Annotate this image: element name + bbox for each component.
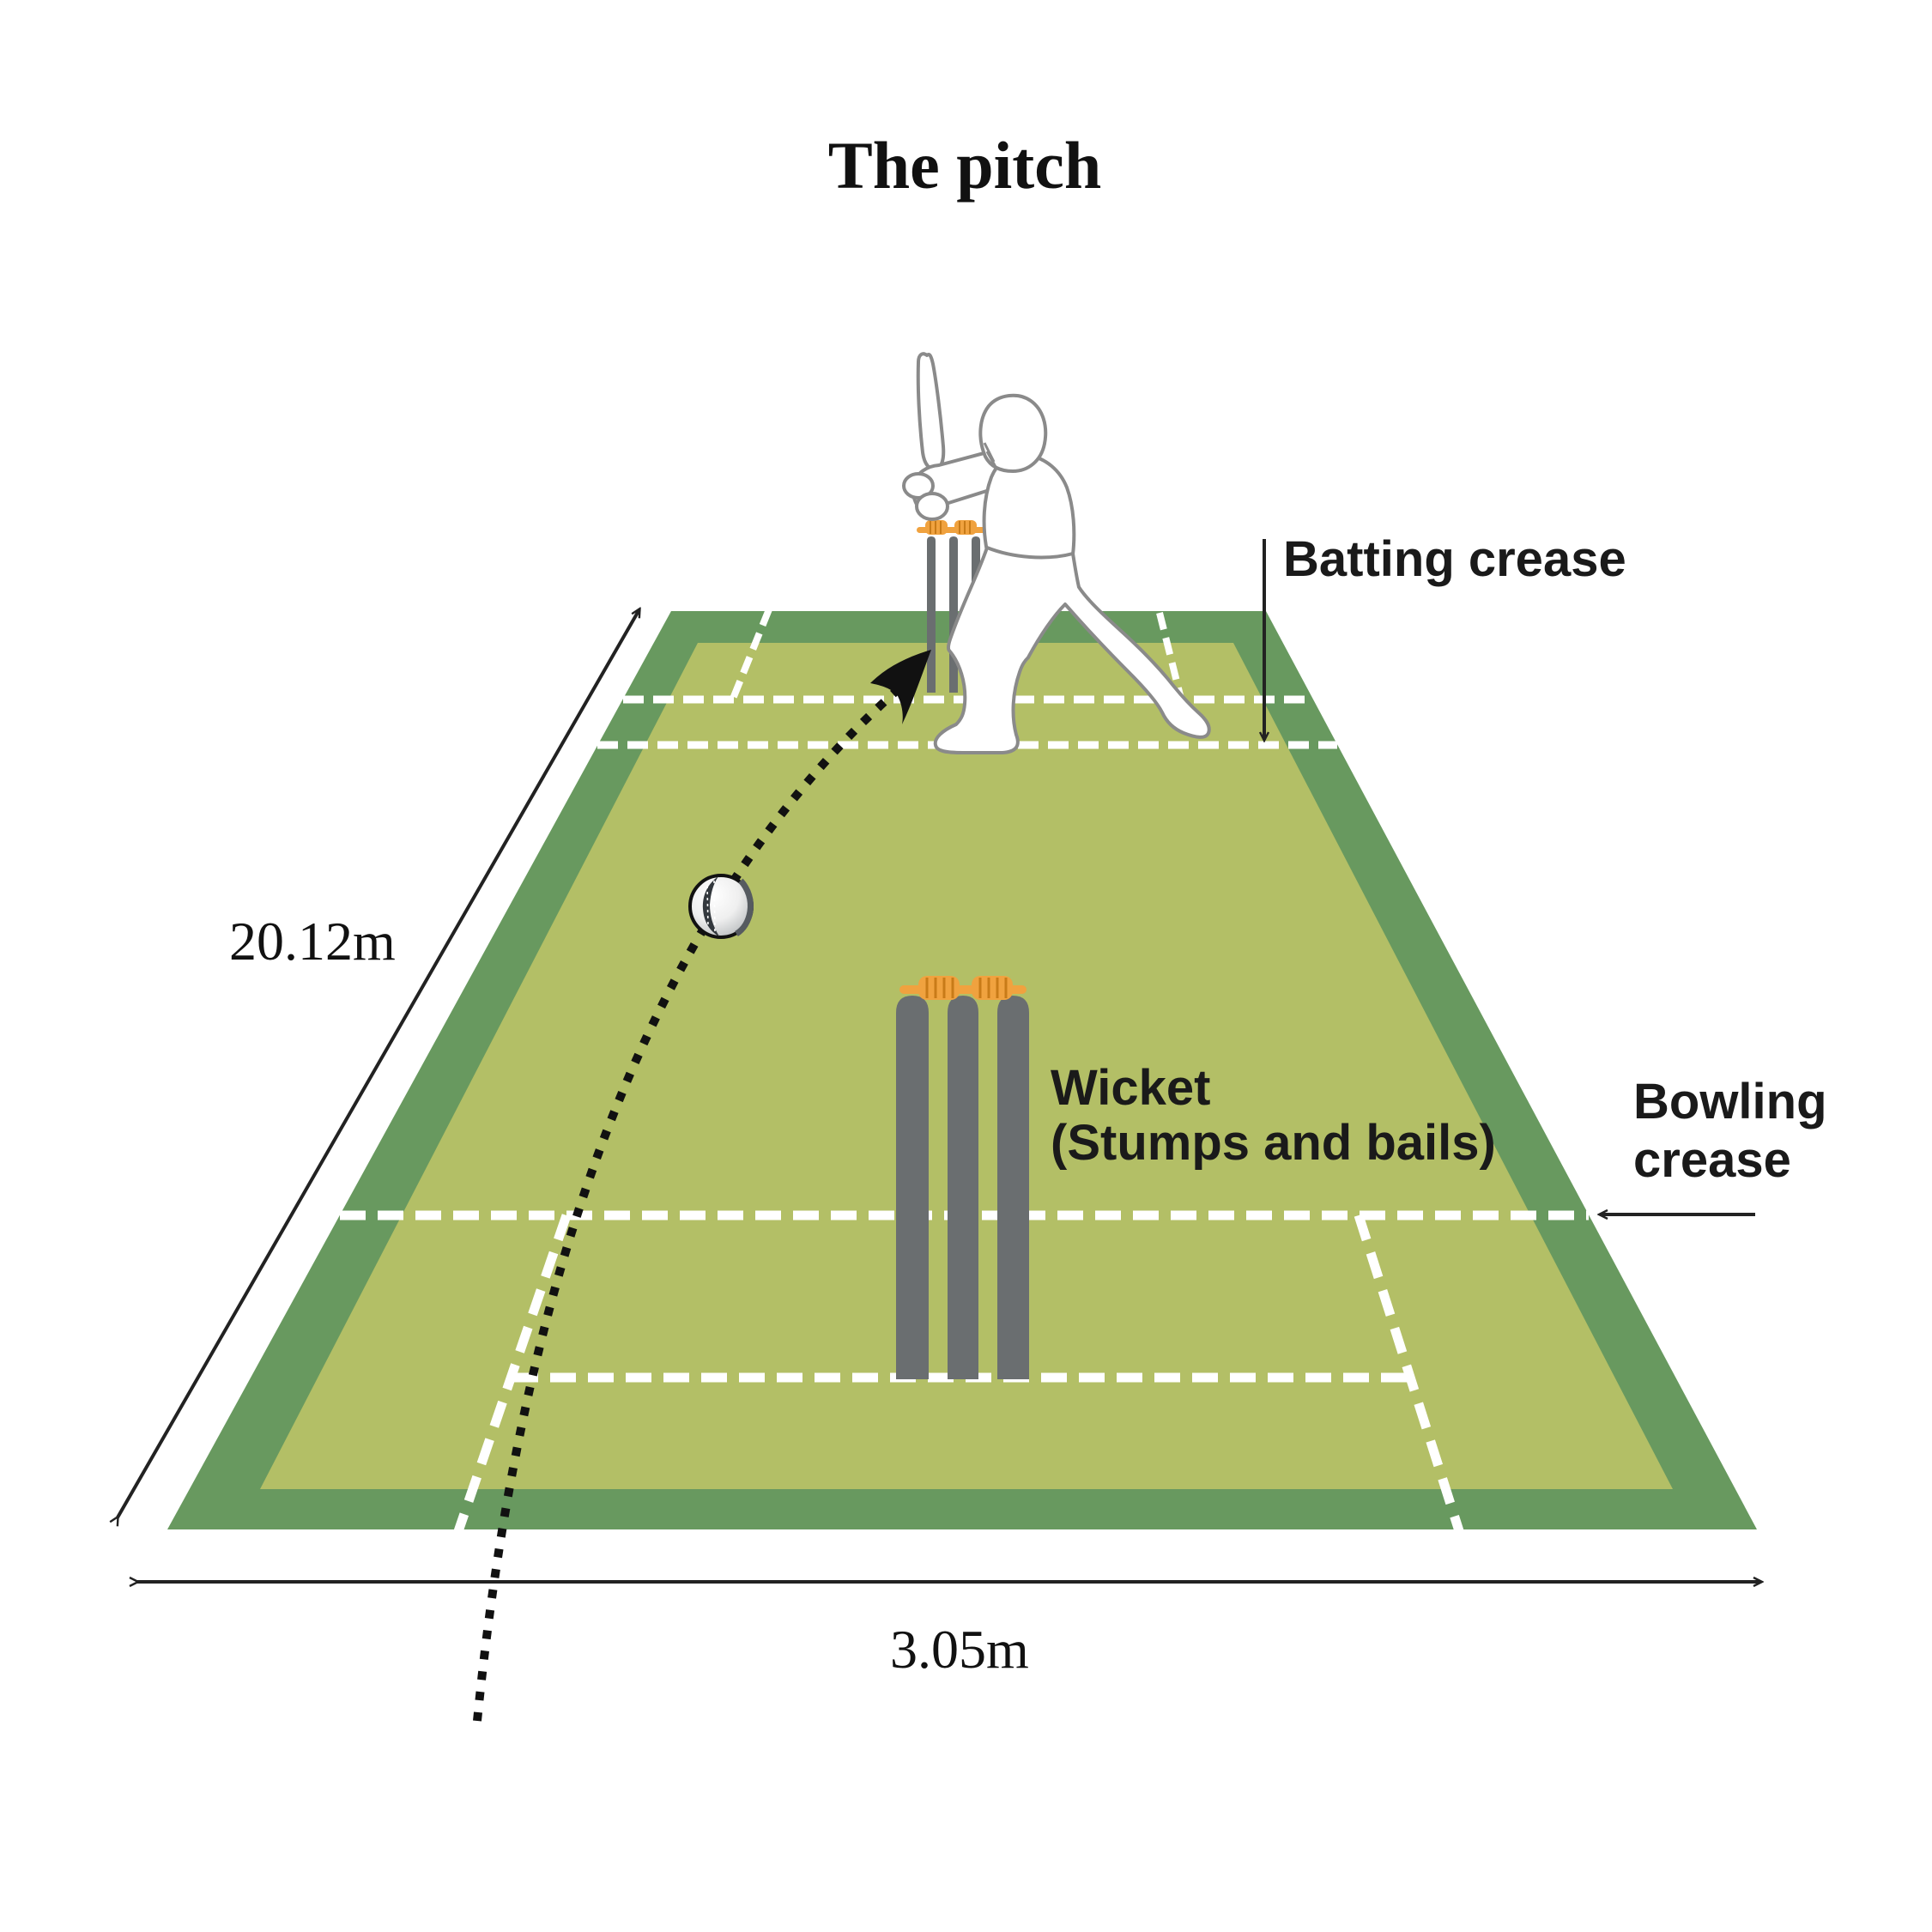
near-stump-2 xyxy=(948,996,978,1379)
far-stump-2 xyxy=(949,536,958,693)
near-bail-coil-1 xyxy=(918,976,960,1000)
bowling-end-return-crease-right xyxy=(1354,1214,1466,1538)
length-dimension-arrow xyxy=(118,609,639,1517)
near-stump-1 xyxy=(896,996,929,1379)
batting-end-return-crease-right xyxy=(1156,612,1184,700)
pitch-length-dimension: 20.12m xyxy=(229,911,396,972)
pitch-width-dimension: 3.05m xyxy=(890,1619,1029,1680)
batsman-helmet-grille xyxy=(983,442,997,468)
far-bail-coils xyxy=(925,520,977,535)
batsman-glove-bottom xyxy=(915,492,949,521)
bowling-crease-label-line1: Bowling xyxy=(1633,1074,1827,1130)
far-stump-1 xyxy=(927,536,936,693)
batting-crease-label: Batting crease xyxy=(1283,531,1626,587)
near-bail-coil-2 xyxy=(972,976,1013,1000)
wicket-label-line2: (Stumps and bails) xyxy=(1051,1115,1496,1171)
batsman-bat xyxy=(916,352,946,471)
batsman-legs xyxy=(933,546,1211,754)
near-bail-coils xyxy=(918,976,1013,1000)
trajectory-arrowhead-icon xyxy=(870,650,931,724)
batsman-helmet xyxy=(978,393,1048,473)
near-stump-3 xyxy=(997,996,1029,1379)
wicket-label-line1: Wicket xyxy=(1051,1060,1210,1116)
ball-shading xyxy=(734,878,754,936)
diagram-title: The pitch xyxy=(828,128,1102,203)
ball-stitches xyxy=(706,880,716,933)
cricket-ball xyxy=(688,874,754,939)
batsman-silhouette xyxy=(902,352,1211,754)
wicket-stumps-bowling-end xyxy=(896,976,1029,1379)
bowling-crease-label-line2: crease xyxy=(1633,1132,1791,1188)
batting-end-return-crease-left xyxy=(730,608,772,700)
ball-seam xyxy=(702,876,719,936)
